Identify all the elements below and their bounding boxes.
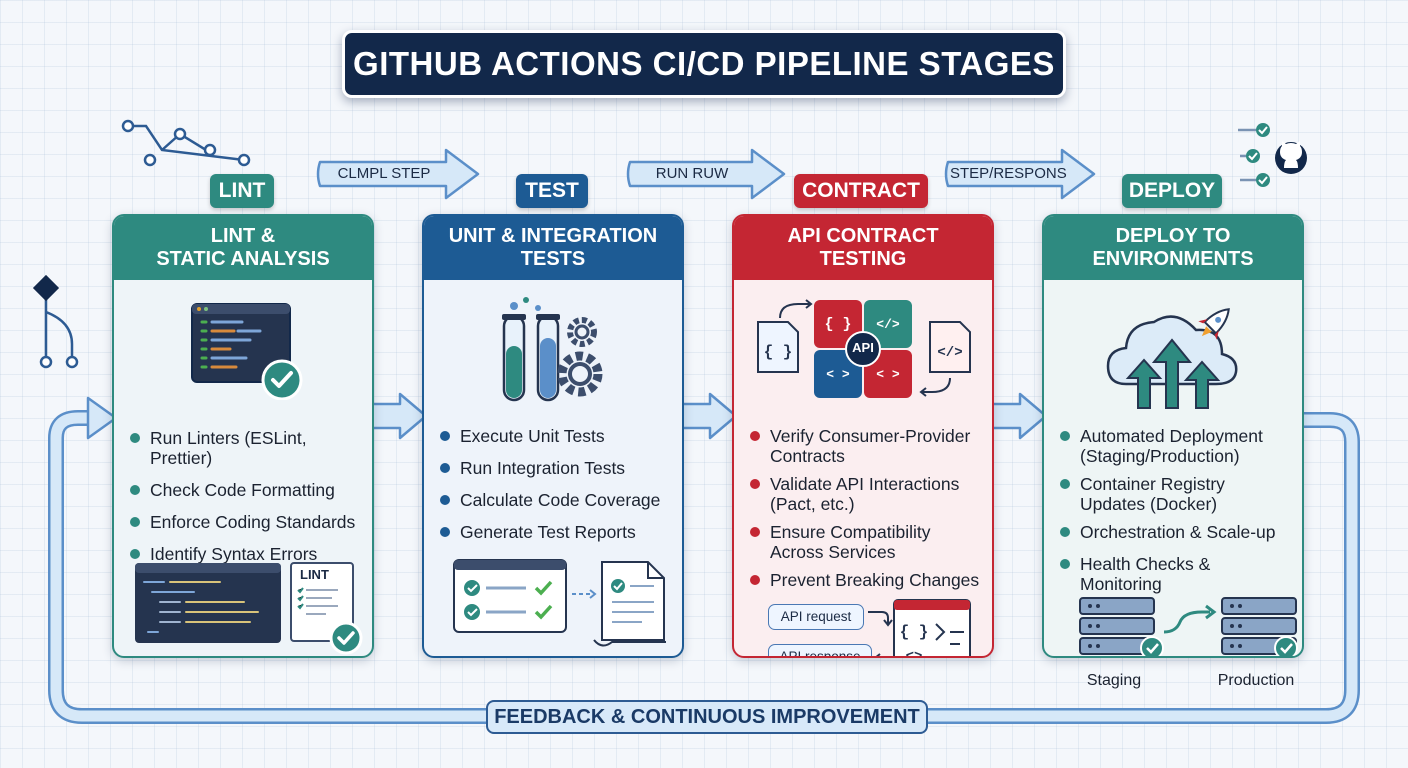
test-tubes-gear-icon — [502, 297, 603, 402]
list-item: Check Code Formatting — [130, 480, 364, 500]
card-header-line: TESTING — [819, 248, 907, 270]
card-header-line: API CONTRACT — [787, 225, 939, 247]
test-report-icon — [453, 559, 666, 647]
svg-text:< >: < > — [876, 367, 900, 382]
list-item-text: Health Checks & Monitoring — [1080, 554, 1211, 594]
list-item-text: Run Integration Tests — [460, 458, 626, 478]
feedback-arrowhead — [86, 396, 118, 440]
list-item-text: Orchestration & Scale-up — [1080, 522, 1276, 542]
list-item: Orchestration & Scale-up — [1060, 522, 1294, 542]
staging-server-icon — [1079, 597, 1164, 656]
connector-arrow-2 — [626, 148, 786, 200]
list-item: Container Registry Updates (Docker) — [1060, 474, 1294, 514]
stage-items-lint: Run Linters (ESLint, Prettier) Check Cod… — [130, 428, 364, 564]
list-item-text: Ensure Compatibility Across Services — [770, 522, 931, 562]
git-merge-icon — [32, 274, 79, 369]
servers-icon — [1079, 597, 1298, 656]
checklist-icon — [1238, 123, 1270, 187]
list-item: Generate Test Reports — [440, 522, 674, 542]
connector-label-2: RUN RUW — [655, 165, 729, 182]
connector-arrow-3 — [944, 148, 1096, 200]
svg-text:{ }: { } — [764, 343, 793, 361]
page-title: GITHUB ACTIONS CI/CD PIPELINE STAGES — [342, 30, 1066, 98]
card-header-line: DEPLOY TO — [1115, 225, 1231, 247]
list-item: Automated Deployment (Staging/Production… — [1060, 426, 1294, 466]
list-item: Ensure Compatibility Across Services — [750, 522, 984, 562]
api-exchange-icon: { } <> — [868, 599, 971, 658]
cloud-rocket-icon — [1106, 308, 1238, 409]
list-item: Verify Consumer-Provider Contracts — [750, 426, 984, 466]
git-branch-icon — [121, 119, 251, 167]
svg-text:</>: </> — [876, 317, 900, 332]
list-item: Validate API Interactions (Pact, etc.) — [750, 474, 984, 514]
stage-tag-deploy: DEPLOY — [1122, 174, 1222, 208]
card-header-line: LINT & — [210, 225, 276, 247]
list-item-text: Container Registry Updates (Docker) — [1080, 474, 1225, 514]
svg-text:{ }: { } — [900, 623, 929, 641]
list-item-text: Enforce Coding Standards — [150, 512, 356, 532]
connector-label-3: STEP/RESPONS — [950, 165, 1067, 182]
code-snippet-icon — [135, 563, 281, 643]
svg-text:{ }: { } — [824, 316, 851, 333]
list-item-text: Prevent Breaking Changes — [770, 570, 980, 590]
api-response-pill: API response — [768, 644, 872, 656]
staging-label: Staging — [1086, 672, 1142, 689]
page-title-text: GITHUB ACTIONS CI/CD PIPELINE STAGES — [353, 45, 1055, 82]
list-item: Enforce Coding Standards — [130, 512, 364, 532]
list-item: Health Checks & Monitoring — [1060, 554, 1294, 594]
list-item: Prevent Breaking Changes — [750, 570, 984, 590]
list-item-text: Generate Test Reports — [460, 522, 636, 542]
stage-tag-contract: CONTRACT — [794, 174, 928, 208]
code-editor-check-icon — [191, 303, 303, 400]
api-puzzle-icon: { } </> { } </> < > < > — [757, 299, 971, 398]
list-item: Calculate Code Coverage — [440, 490, 674, 510]
card-header-line: TESTS — [520, 248, 586, 270]
list-item-text: Automated Deployment (Staging/Production… — [1080, 426, 1263, 466]
card-header-line: ENVIRONMENTS — [1092, 248, 1254, 270]
svg-text:<>: <> — [906, 649, 923, 658]
feedback-banner: FEEDBACK & CONTINUOUS IMPROVEMENT — [486, 700, 928, 734]
list-item-text: Identify Syntax Errors — [150, 544, 318, 564]
svg-text:</>: </> — [937, 345, 962, 361]
list-item-text: Execute Unit Tests — [460, 426, 605, 446]
doc-lines-icon — [297, 587, 338, 615]
api-request-pill: API request — [768, 604, 864, 630]
stage-items-test: Execute Unit Tests Run Integration Tests… — [440, 426, 674, 542]
list-item-text: Check Code Formatting — [150, 480, 335, 500]
list-item-text: Calculate Code Coverage — [460, 490, 661, 510]
lint-doc-label: LINT — [300, 567, 329, 582]
connector-arrow-1 — [316, 148, 480, 200]
list-item-text: Validate API Interactions (Pact, etc.) — [770, 474, 960, 514]
list-item: Run Linters (ESLint, Prettier) — [130, 428, 364, 468]
stage-tag-lint: LINT — [210, 174, 274, 208]
list-item: Identify Syntax Errors — [130, 544, 364, 564]
stage-items-contract: Verify Consumer-Provider Contracts Valid… — [750, 426, 984, 590]
check-badge-icon — [329, 621, 363, 655]
svg-text:< >: < > — [826, 367, 850, 382]
card-header-line: UNIT & INTEGRATION — [448, 225, 658, 247]
production-label: Production — [1217, 672, 1295, 689]
puzzle-api-label: API — [852, 340, 874, 355]
stage-arrow — [370, 392, 1048, 440]
connector-label-1: CLMPL STEP — [337, 165, 431, 182]
list-item: Execute Unit Tests — [440, 426, 674, 446]
github-icon — [1275, 141, 1307, 174]
card-header-lint: LINT &STATIC ANALYSIS — [114, 216, 372, 280]
stage-items-deploy: Automated Deployment (Staging/Production… — [1060, 426, 1294, 594]
list-item-text: Run Linters (ESLint, Prettier) — [150, 428, 307, 468]
card-header-line: STATIC ANALYSIS — [156, 248, 330, 270]
list-item: Run Integration Tests — [440, 458, 674, 478]
list-item-text: Verify Consumer-Provider Contracts — [770, 426, 971, 466]
stage-card-lint: LINT &STATIC ANALYSIS Run Linters (ESLin… — [112, 214, 374, 658]
production-server-icon — [1221, 597, 1298, 656]
stage-tag-test: TEST — [516, 174, 588, 208]
